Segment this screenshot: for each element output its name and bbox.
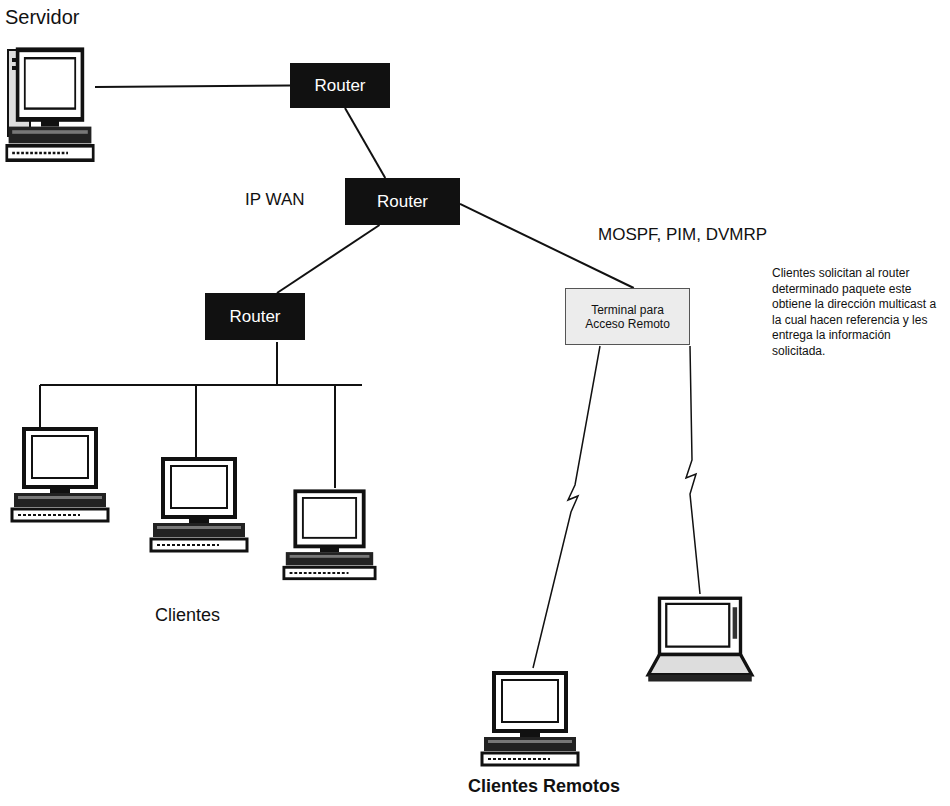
router-box: Router [290, 63, 390, 108]
server-node: Servidor [5, 6, 111, 165]
server-label: Servidor [5, 6, 111, 29]
node-text: Router [314, 76, 365, 96]
router-box: Router [205, 293, 305, 340]
server-computer [5, 45, 95, 165]
group-label: Clientes [155, 605, 220, 626]
remote-computer [482, 673, 578, 765]
network-link [345, 108, 385, 178]
terminal-box: Terminal para Acceso Remoto [565, 288, 690, 345]
network-label: IP WAN [245, 190, 305, 210]
node-text: Terminal para Acceso Remoto [576, 303, 679, 331]
node-text: Router [377, 192, 428, 212]
network-link [95, 86, 290, 88]
callout-note: Clientes solicitan al router determinado… [772, 266, 944, 360]
router-box: Router [345, 178, 460, 225]
group-label: Clientes Remotos [468, 776, 620, 797]
remote-laptop [648, 598, 752, 681]
client-computer [284, 491, 375, 578]
network-link [277, 225, 380, 293]
protocol-label: MOSPF, PIM, DVMRP [598, 225, 767, 245]
network-link [460, 204, 634, 288]
node-text: Router [229, 307, 280, 327]
client-computer [151, 459, 247, 551]
client-computer [12, 429, 108, 521]
